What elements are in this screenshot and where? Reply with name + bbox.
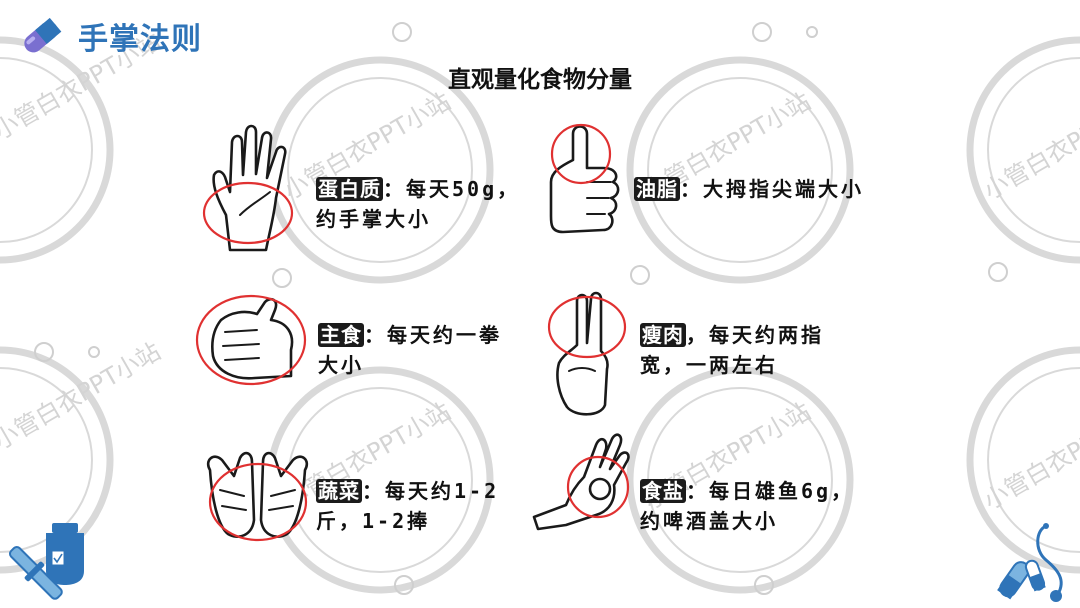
item-2-caption: 油脂：大拇指尖端大小 <box>634 177 864 201</box>
highlight-ring <box>547 295 627 359</box>
palm-hand-icon <box>202 124 294 252</box>
two-fingers-icon <box>547 291 627 416</box>
subtitle: 直观量化食物分量 <box>448 67 632 93</box>
item-4-caption: 瘦肉，每天约两指 宽，一两左右 <box>640 323 824 377</box>
page-title: 手掌法则 <box>78 22 202 57</box>
item-5-caption: 蔬菜：每天约1-2 斤，1-2捧 <box>316 479 500 533</box>
highlight-ring <box>202 181 294 245</box>
medical-crutch-icon <box>8 523 84 600</box>
stethoscope-pills-icon <box>997 523 1063 602</box>
fist-icon <box>195 294 307 386</box>
item-1-caption: 蛋白质：每天50g， 约手掌大小 <box>316 177 521 231</box>
highlight-ring <box>566 455 630 519</box>
highlight-ring <box>195 294 307 386</box>
thumb-up-icon <box>549 123 620 234</box>
pill-icon <box>24 17 62 53</box>
cupped-hands-icon <box>206 451 309 542</box>
highlight-ring <box>550 123 612 185</box>
svg-text:小管白衣PPT小站: 小管白衣PPT小站 <box>979 397 1080 515</box>
ok-hand-icon <box>532 433 630 531</box>
svg-text:小管白衣PPT小站: 小管白衣PPT小站 <box>979 87 1080 205</box>
item-6-caption: 食盐：每日雄鱼6g， 约啤酒盖大小 <box>640 479 855 533</box>
item-3-caption: 主食：每天约一拳 大小 <box>318 323 502 377</box>
highlight-ring <box>208 462 308 542</box>
